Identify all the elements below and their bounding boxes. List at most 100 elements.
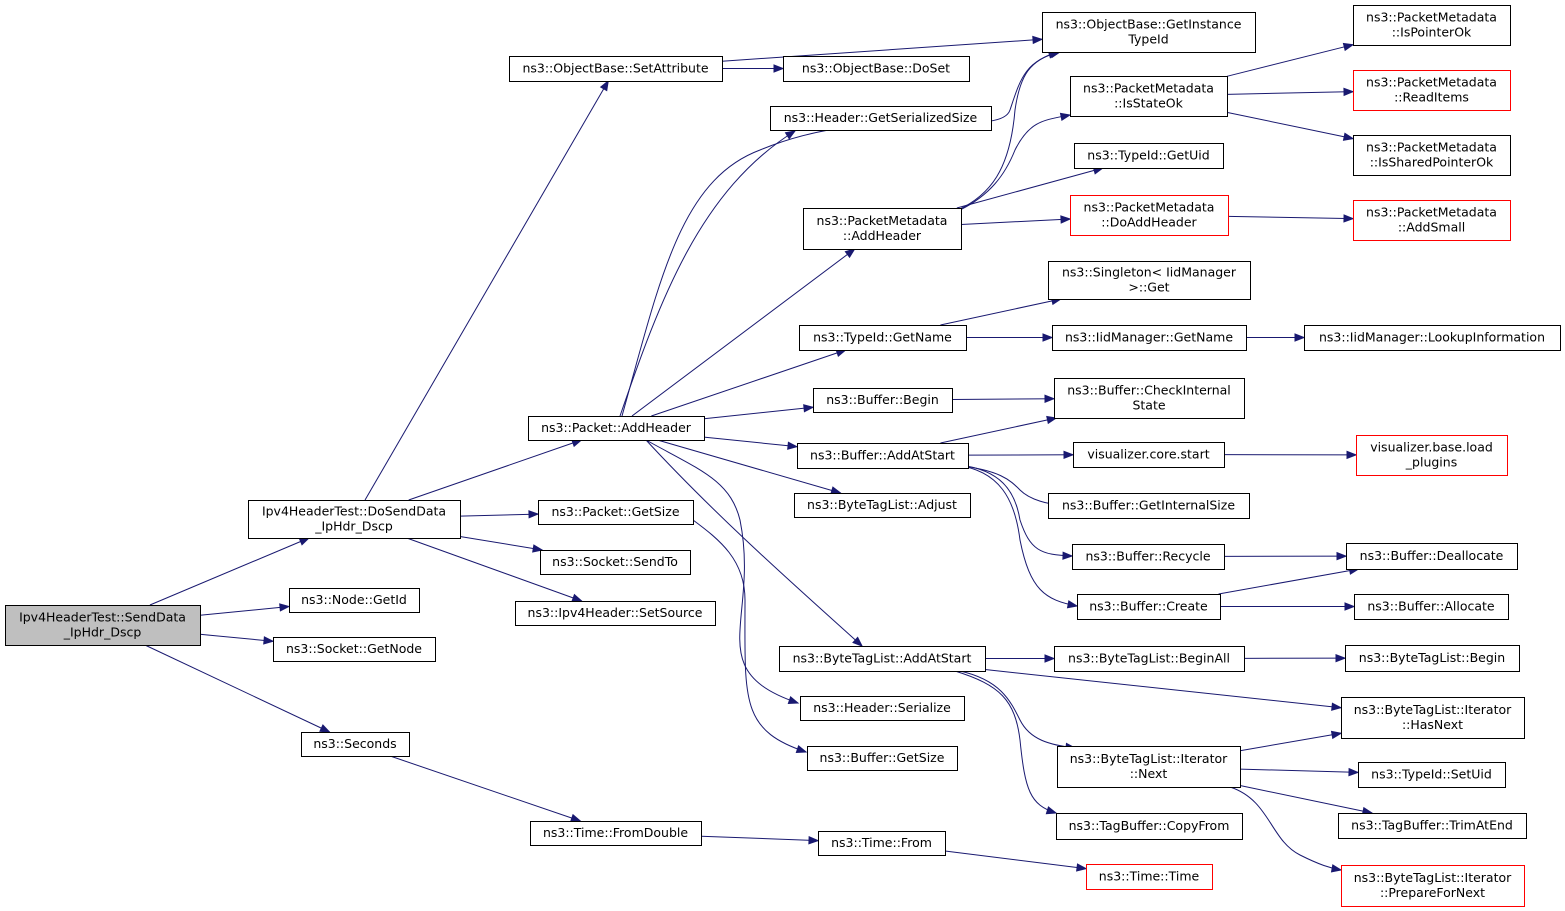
node-buffer-deallocate[interactable]: ns3::Buffer::Deallocate (1346, 543, 1518, 570)
node-buffer-begin[interactable]: ns3::Buffer::Begin (813, 388, 953, 413)
node-header-get-serialized-size[interactable]: ns3::Header::GetSerializedSize (770, 106, 992, 131)
edge-line (144, 644, 330, 733)
edge-pm-add-header-to-pm-do-add-header (960, 215, 1072, 226)
node-packet-get-size[interactable]: ns3::Packet::GetSize (538, 500, 694, 525)
node-buffer-add-at-start[interactable]: ns3::Buffer::AddAtStart (797, 443, 969, 469)
edge-pm-is-state-ok-to-pm-read-items (1226, 87, 1355, 97)
node-tag-buffer-trim-at-end[interactable]: ns3::TagBuffer::TrimAtEnd (1338, 813, 1527, 839)
node-btl-iter-prepare-for-next[interactable]: ns3::ByteTagList::Iterator::PrepareForNe… (1341, 865, 1525, 907)
node-layer: Ipv4HeaderTest::SendData_IpHdr_DscpIpv4H… (5, 5, 1561, 907)
edge-line (199, 633, 274, 642)
node-seconds[interactable]: ns3::Seconds (301, 732, 410, 757)
node-pm-is-pointer-ok[interactable]: ns3::PacketMetadata::IsPointerOk (1353, 5, 1511, 46)
node-box (1077, 594, 1221, 620)
node-viz-core-start[interactable]: visualizer.core.start (1073, 442, 1225, 468)
node-pm-is-state-ok[interactable]: ns3::PacketMetadata::IsStateOk (1070, 76, 1228, 117)
node-pm-add-small[interactable]: ns3::PacketMetadata::AddSmall (1353, 200, 1511, 241)
edge-arrowhead (1330, 730, 1343, 740)
node-iid-get-name[interactable]: ns3::IidManager::GetName (1052, 325, 1247, 351)
edge-buffer-begin-to-check-internal-state (951, 394, 1056, 404)
node-pm-do-add-header[interactable]: ns3::PacketMetadata::DoAddHeader (1070, 195, 1229, 236)
node-btl-begin-all[interactable]: ns3::ByteTagList::BeginAll (1054, 646, 1245, 672)
node-label: ns3::PacketMetadata (817, 213, 948, 228)
node-box (1341, 865, 1525, 907)
node-header-serialize[interactable]: ns3::Header::Serialize (800, 696, 965, 721)
edge-packet-add-header-to-header-get-serialized-size (619, 130, 797, 417)
node-btl-adjust[interactable]: ns3::ByteTagList::Adjust (794, 493, 971, 518)
node-btl-iter-has-next[interactable]: ns3::ByteTagList::Iterator::HasNext (1341, 697, 1525, 739)
edge-btl-iter-next-to-btl-iter-prepare-for-next (1229, 786, 1343, 873)
node-label: Ipv4HeaderTest::SendData (19, 610, 186, 625)
node-label: ns3::PacketMetadata (1366, 205, 1497, 220)
edge-btl-add-at-start-to-btl-begin-all (985, 654, 1056, 663)
node-buffer-recycle[interactable]: ns3::Buffer::Recycle (1072, 544, 1225, 570)
node-set-attribute[interactable]: ns3::ObjectBase::SetAttribute (509, 56, 723, 82)
edge-type-id-get-name-to-iid-get-name (966, 333, 1054, 342)
edge-line (406, 537, 582, 602)
edge-line (619, 130, 796, 417)
node-ipv4-set-source[interactable]: ns3::Ipv4Header::SetSource (515, 601, 716, 626)
edge-pm-is-state-ok-to-pm-is-pointer-ok (1226, 42, 1355, 77)
node-do-set[interactable]: ns3::ObjectBase::DoSet (783, 56, 970, 82)
node-btl-begin[interactable]: ns3::ByteTagList::Begin (1345, 645, 1520, 672)
node-label: ns3::Node::GetId (301, 592, 407, 607)
node-type-id-get-name[interactable]: ns3::TypeId::GetName (799, 325, 967, 351)
node-buffer-get-size[interactable]: ns3::Buffer::GetSize (807, 746, 958, 771)
node-buffer-get-internal-size[interactable]: ns3::Buffer::GetInternalSize (1048, 493, 1250, 519)
edge-arrowhead (830, 486, 842, 495)
node-type-id-set-uid[interactable]: ns3::TypeId::SetUid (1358, 762, 1506, 788)
edge-packet-add-header-to-pm-add-header (631, 248, 856, 417)
node-type-id-get-uid[interactable]: ns3::TypeId::GetUid (1074, 143, 1224, 169)
node-pm-read-items[interactable]: ns3::PacketMetadata::ReadItems (1353, 70, 1511, 111)
node-iid-lookup-information[interactable]: ns3::IidManager::LookupInformation (1304, 325, 1561, 351)
node-do-send-data[interactable]: Ipv4HeaderTest::DoSendData_IpHdr_Dscp (248, 500, 461, 539)
node-label: ns3::Seconds (313, 736, 396, 751)
node-send-data[interactable]: Ipv4HeaderTest::SendData_IpHdr_Dscp (5, 605, 201, 646)
node-box (1052, 325, 1247, 351)
node-singleton-get[interactable]: ns3::Singleton< IidManager >::Get (1048, 261, 1251, 300)
node-tag-buffer-copy-from[interactable]: ns3::TagBuffer::CopyFrom (1056, 813, 1243, 840)
node-pm-add-header[interactable]: ns3::PacketMetadata::AddHeader (803, 208, 962, 250)
node-label: ns3::TypeId::GetName (813, 330, 952, 345)
edge-packet-add-header-to-buffer-begin (703, 404, 815, 420)
node-box (1048, 261, 1251, 300)
node-box (813, 388, 953, 413)
node-box (1353, 70, 1511, 111)
node-socket-get-node[interactable]: ns3::Socket::GetNode (273, 637, 436, 662)
edge-arrowhead (528, 510, 540, 519)
node-time-from[interactable]: ns3::Time::From (818, 831, 946, 856)
edge-line (1226, 111, 1354, 140)
node-label: ns3::IidManager::GetName (1065, 330, 1233, 345)
node-pm-is-shared-pointer-ok[interactable]: ns3::PacketMetadata::IsSharedPointerOk (1353, 135, 1511, 176)
node-viz-load-plugins[interactable]: visualizer.base.load_plugins (1356, 435, 1508, 476)
node-node-get-id[interactable]: ns3::Node::GetId (289, 588, 420, 613)
node-time-from-double[interactable]: ns3::Time::FromDouble (530, 821, 702, 846)
edge-send-data-to-do-send-data (149, 537, 311, 606)
node-box (540, 550, 691, 575)
edge-time-from-double-to-time-from (700, 835, 820, 845)
node-buffer-allocate[interactable]: ns3::Buffer::Allocate (1354, 594, 1509, 620)
node-time-time[interactable]: ns3::Time::Time (1086, 864, 1213, 890)
node-label: ns3::ObjectBase::SetAttribute (522, 61, 708, 76)
node-btl-add-at-start[interactable]: ns3::ByteTagList::AddAtStart (779, 646, 986, 672)
edge-viz-core-start-to-viz-load-plugins (1223, 450, 1358, 460)
node-buffer-create[interactable]: ns3::Buffer::Create (1077, 594, 1221, 620)
edge-seconds-to-time-from-double (389, 755, 582, 822)
node-label: ns3::Buffer::AddAtStart (810, 448, 955, 463)
node-box (1086, 864, 1213, 890)
node-box (799, 325, 967, 351)
node-label: >::Get (1128, 280, 1169, 295)
node-label: ns3::PacketMetadata (1366, 140, 1497, 155)
node-label: ns3::Buffer::Allocate (1367, 599, 1495, 614)
node-packet-add-header[interactable]: ns3::Packet::AddHeader (528, 416, 705, 441)
node-label: ns3::Buffer::Deallocate (1360, 548, 1504, 563)
node-socket-send-to[interactable]: ns3::Socket::SendTo (540, 550, 691, 575)
edge-arrowhead (1343, 214, 1355, 223)
edge-arrowhead (1066, 600, 1079, 609)
edge-arrowhead (263, 636, 275, 645)
node-btl-iter-next[interactable]: ns3::ByteTagList::Iterator::Next (1057, 746, 1241, 788)
edge-line (703, 436, 798, 448)
